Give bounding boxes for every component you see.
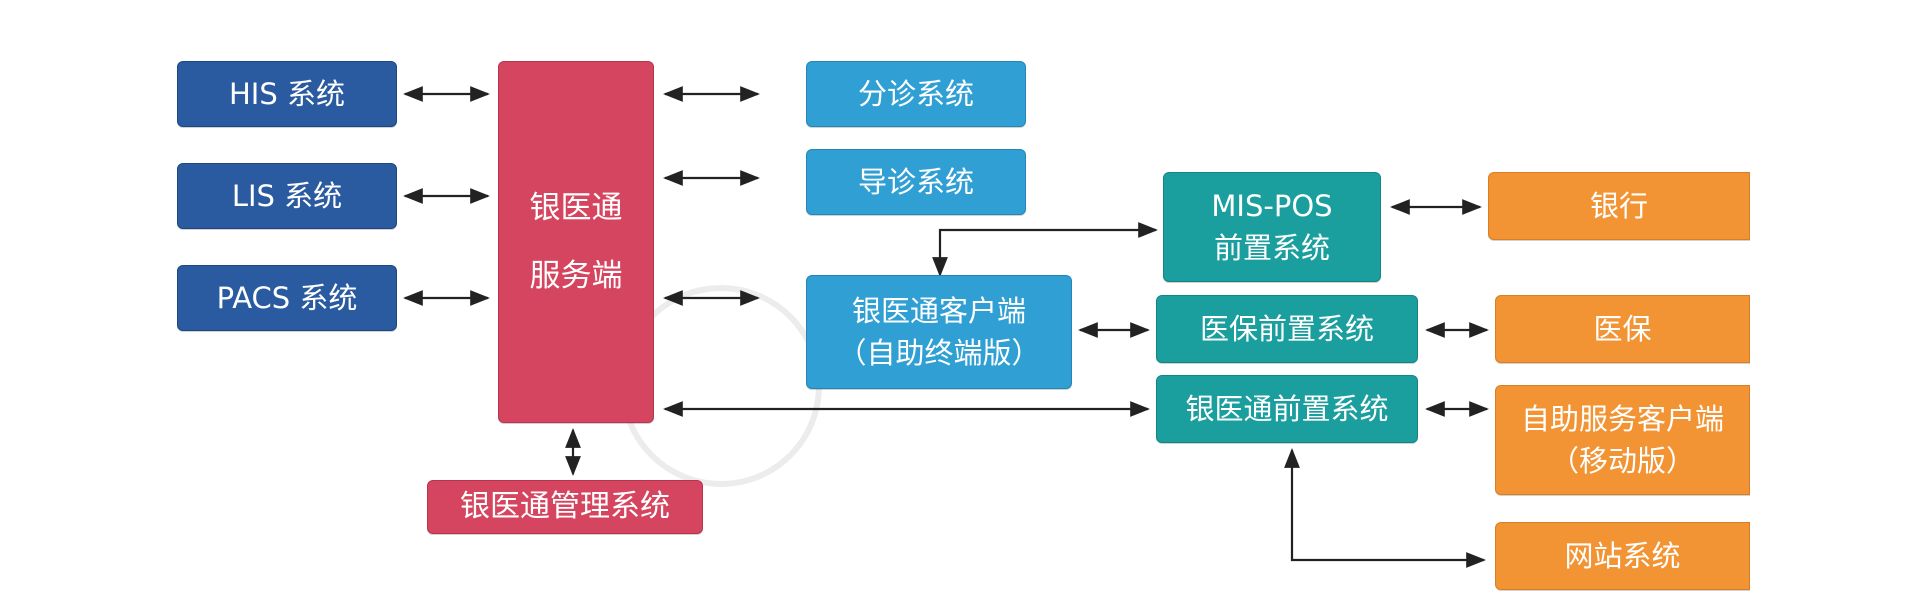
management-label: 银医通管理系统: [460, 489, 670, 525]
his-system-label: HIS 系统: [229, 76, 345, 111]
bank-box: 银行: [1488, 172, 1750, 240]
lis-system-label: LIS 系统: [231, 178, 343, 213]
management-box: 银医通管理系统: [427, 480, 703, 534]
mobile-client-label-line1: 自助服务客户端: [1520, 401, 1724, 436]
server-label-line1: 银医通: [529, 189, 623, 226]
mis-pos-label-line1: MIS-POS: [1211, 188, 1333, 223]
his-system-box: HIS 系统: [177, 61, 397, 127]
daozhen-system-label: 导诊系统: [857, 164, 974, 199]
yiyitong-front-label: 银医通前置系统: [1185, 391, 1389, 426]
pacs-system-box: PACS 系统: [177, 265, 397, 331]
arrow-client-mispos: [932, 222, 1158, 277]
website-label: 网站系统: [1564, 538, 1681, 573]
lis-system-box: LIS 系统: [177, 163, 397, 229]
website-box: 网站系统: [1495, 522, 1750, 590]
yibao-front-box: 医保前置系统: [1156, 295, 1418, 363]
client-label-line1: 银医通客户端: [851, 293, 1026, 328]
fenzhen-system-label: 分诊系统: [857, 76, 974, 111]
bank-label: 银行: [1589, 188, 1648, 223]
server-label-line2: 服务端: [529, 258, 623, 294]
arrow-website-yiyitong-front: [1284, 448, 1486, 568]
mis-pos-label-line2: 前置系统: [1213, 231, 1330, 265]
client-label-line2: （自助终端版）: [837, 336, 1041, 370]
server-box: 银医通 服务端: [498, 61, 654, 423]
mobile-client-label-line2: （移动版）: [1549, 444, 1695, 478]
mobile-client-box: 自助服务客户端 （移动版）: [1495, 385, 1750, 495]
daozhen-system-box: 导诊系统: [806, 149, 1026, 215]
yibao-box: 医保: [1495, 295, 1750, 363]
client-terminal-box: 银医通客户端 （自助终端版）: [806, 275, 1072, 389]
mis-pos-front-box: MIS-POS 前置系统: [1163, 172, 1381, 282]
yibao-label: 医保: [1593, 311, 1652, 346]
fenzhen-system-box: 分诊系统: [806, 61, 1026, 127]
yiyitong-front-box: 银医通前置系统: [1156, 375, 1418, 443]
pacs-system-label: PACS 系统: [216, 280, 358, 315]
yibao-front-label: 医保前置系统: [1199, 311, 1374, 346]
